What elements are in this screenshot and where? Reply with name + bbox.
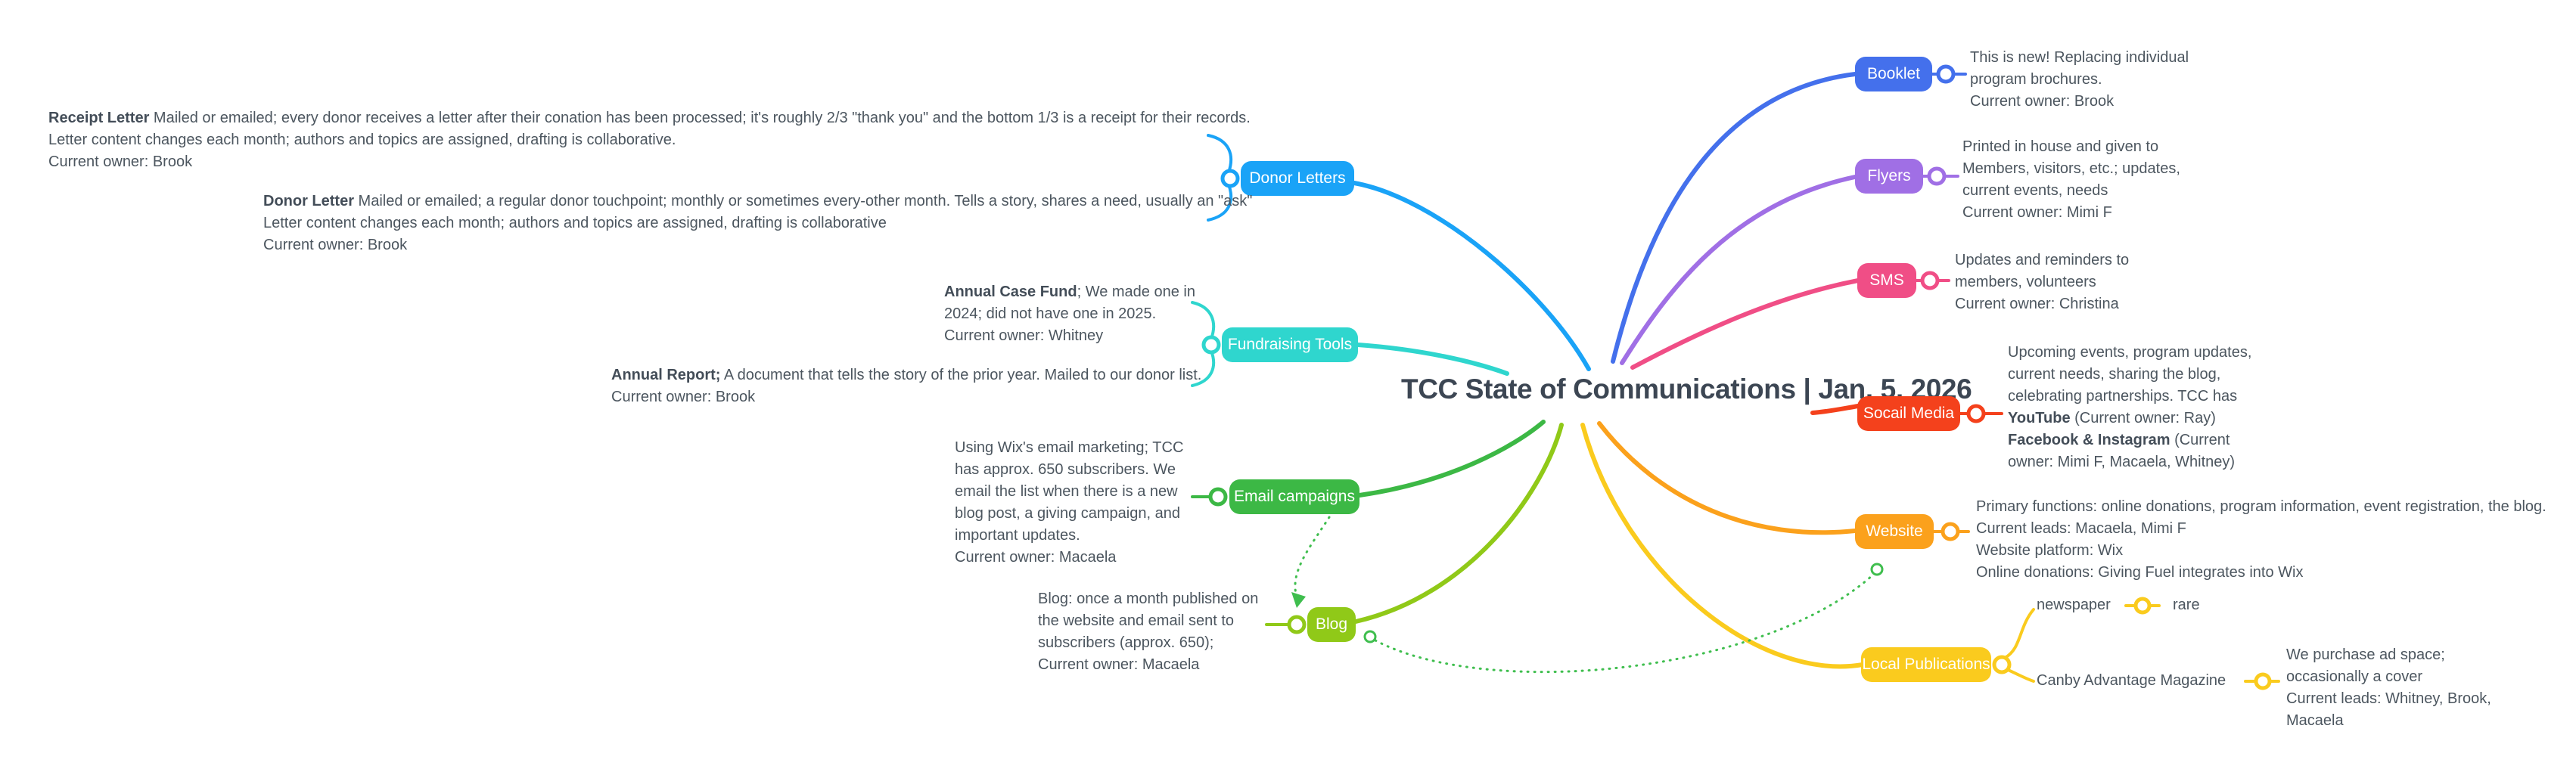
subtopic-newspaper[interactable]: newspaper xyxy=(2037,597,2111,613)
note-canby-magazine[interactable]: We purchase ad space; occasionally a cov… xyxy=(2286,646,2491,729)
note-blog[interactable]: Blog: once a month published on the webs… xyxy=(1038,591,1259,673)
branch-website-curve xyxy=(1597,421,1857,535)
node-email-campaigns[interactable]: Email campaigns xyxy=(1229,479,1359,514)
link-annual-case-fund xyxy=(1191,301,1216,340)
relation-email-to-blog xyxy=(1294,516,1331,600)
link-annual-report xyxy=(1191,349,1216,387)
node-website-label: Website xyxy=(1866,522,1923,540)
handle-website[interactable] xyxy=(1941,522,1960,541)
node-social-media[interactable]: Socail Media xyxy=(1857,396,1960,431)
node-sms-label: SMS xyxy=(1869,271,1904,289)
donor-letter-term: Donor Letter xyxy=(263,193,354,209)
annual-case-fund-term: Annual Case Fund xyxy=(944,284,1077,300)
branch-sms-curve xyxy=(1630,278,1860,370)
node-local-publications-label: Local Publications xyxy=(1862,656,1990,673)
note-website[interactable]: Primary functions: online donations, pro… xyxy=(1976,498,2546,581)
facebook-instagram-term: Facebook & Instagram xyxy=(2008,432,2170,448)
handle-sms[interactable] xyxy=(1920,271,1940,290)
relation-endpoint-website[interactable] xyxy=(1870,563,1884,576)
note-annual-report[interactable]: Annual Report; A document that tells the… xyxy=(611,367,1202,405)
annual-report-term: Annual Report; xyxy=(611,367,721,383)
note-social-media[interactable]: Upcoming events, program updates, curren… xyxy=(2008,344,2252,470)
note-donor-letter[interactable]: Donor Letter Mailed or emailed; a regula… xyxy=(263,193,1253,253)
node-website[interactable]: Website xyxy=(1855,514,1934,549)
branch-social-curve xyxy=(1810,404,1860,415)
relation-endpoint-blog[interactable] xyxy=(1363,630,1377,643)
handle-flyers[interactable] xyxy=(1927,166,1947,186)
handle-local-pubs[interactable] xyxy=(1992,655,2012,674)
node-fundraising-tools-label: Fundraising Tools xyxy=(1227,336,1353,353)
node-sms[interactable]: SMS xyxy=(1857,263,1916,298)
branch-flyers-curve xyxy=(1620,175,1857,365)
receipt-letter-term: Receipt Letter xyxy=(48,110,150,126)
subtopic-newspaper-note[interactable]: rare xyxy=(2173,597,2200,613)
handle-booklet[interactable] xyxy=(1936,64,1956,84)
note-email-campaigns[interactable]: Using Wix's email marketing; TCC has app… xyxy=(955,439,1184,566)
branch-blog-curve xyxy=(1353,423,1564,624)
handle-email[interactable] xyxy=(1208,487,1228,507)
note-booklet[interactable]: This is new! Replacing individual progra… xyxy=(1970,49,2189,110)
handle-blog[interactable] xyxy=(1287,615,1307,634)
branch-donor-letters-curve xyxy=(1352,181,1591,371)
note-sms[interactable]: Updates and reminders to members, volunt… xyxy=(1955,252,2130,312)
node-booklet-label: Booklet xyxy=(1866,65,1921,82)
handle-newspaper[interactable] xyxy=(2133,597,2152,615)
handle-canby[interactable] xyxy=(2254,672,2272,690)
note-flyers[interactable]: Printed in house and given to Members, v… xyxy=(1962,138,2180,221)
handle-fundraising[interactable] xyxy=(1201,335,1221,355)
node-social-media-label: Socail Media xyxy=(1863,405,1955,422)
link-donor-letter xyxy=(1207,183,1233,222)
note-receipt-letter[interactable]: Receipt Letter Mailed or emailed; every … xyxy=(48,110,1251,170)
link-local-newspaper xyxy=(2003,608,2035,659)
branch-booklet-curve xyxy=(1611,72,1857,364)
branch-fundraising-curve xyxy=(1356,343,1509,376)
link-receipt-letter xyxy=(1207,134,1233,174)
branch-email-curve xyxy=(1357,420,1546,498)
handle-social[interactable] xyxy=(1966,404,1986,423)
node-donor-letters[interactable]: Donor Letters xyxy=(1241,161,1354,196)
node-donor-letters-label: Donor Letters xyxy=(1249,169,1346,187)
node-blog-label: Blog xyxy=(1315,615,1348,633)
link-local-canby xyxy=(2005,668,2035,683)
note-annual-case-fund[interactable]: Annual Case Fund; We made one in 2024; d… xyxy=(944,284,1195,344)
node-email-campaigns-label: Email campaigns xyxy=(1234,488,1355,505)
node-booklet[interactable]: Booklet xyxy=(1855,57,1932,91)
relation-blog-to-website xyxy=(1374,573,1875,674)
subtopic-canby-magazine[interactable]: Canby Advantage Magazine xyxy=(2037,672,2226,689)
branch-local-pubs-curve xyxy=(1580,423,1865,669)
handle-donor-letters[interactable] xyxy=(1220,169,1240,188)
node-flyers[interactable]: Flyers xyxy=(1855,159,1923,194)
relation-arrowhead xyxy=(1291,592,1306,608)
node-flyers-label: Flyers xyxy=(1867,167,1911,184)
node-blog[interactable]: Blog xyxy=(1307,607,1356,642)
node-fundraising-tools[interactable]: Fundraising Tools xyxy=(1222,327,1358,362)
youtube-term: YouTube xyxy=(2008,410,2071,426)
node-local-publications[interactable]: Local Publications xyxy=(1861,647,1991,682)
